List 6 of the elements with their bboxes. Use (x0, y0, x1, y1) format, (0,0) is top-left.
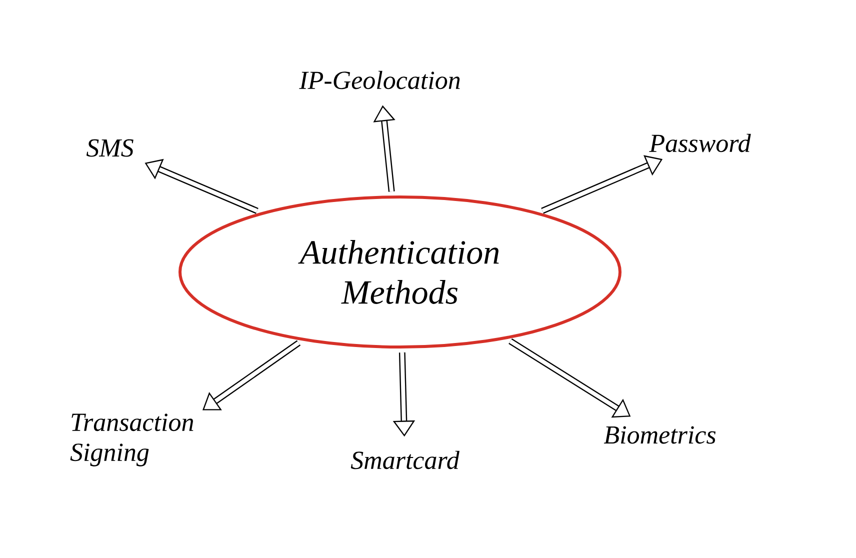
method-label: Smartcard (350, 450, 460, 470)
method-label: IP-Geolocation (299, 70, 460, 90)
method-label: Transaction Signing (70, 414, 194, 466)
method-label: Biometrics (604, 426, 716, 444)
method-label: Password (649, 134, 751, 152)
method-label: SMS (86, 139, 134, 157)
